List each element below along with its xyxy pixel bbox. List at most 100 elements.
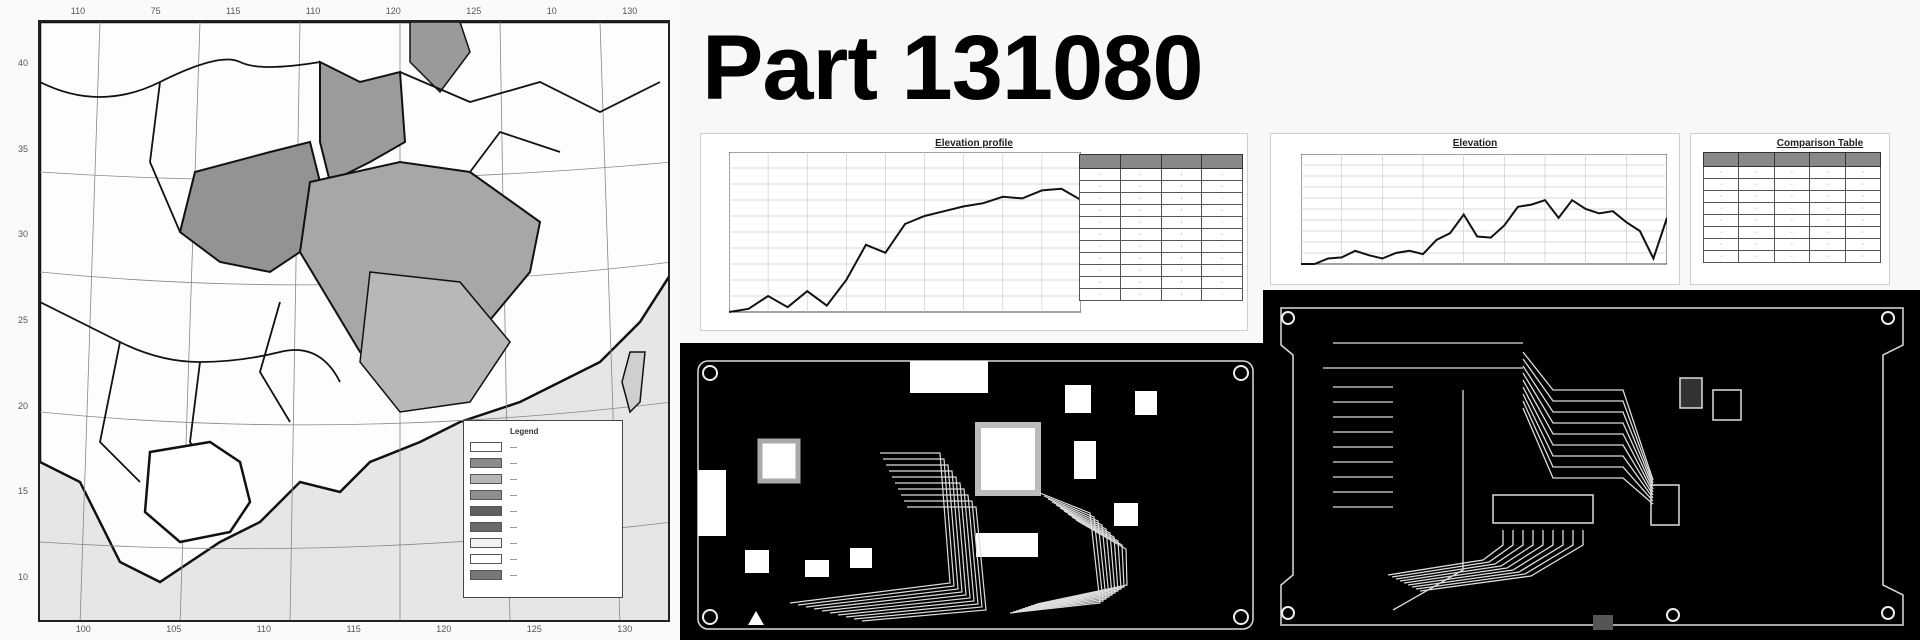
table-cell: ·	[1160, 240, 1203, 253]
table-cell: ·	[1201, 264, 1243, 277]
table-cell: ·	[1119, 204, 1162, 217]
legend-title: Legend	[510, 427, 539, 436]
table-card-title: Comparison Table	[1776, 138, 1864, 149]
legend-label: —	[510, 443, 517, 451]
table-cell: ·	[1809, 238, 1846, 251]
pcb-left-graphic	[697, 360, 1254, 630]
table-cell: ·	[1702, 250, 1740, 263]
comparison-table: ········································	[1702, 152, 1882, 263]
legend-swatch	[470, 570, 502, 580]
table-cell: ·	[1079, 180, 1121, 193]
table-cell: ·	[1738, 226, 1775, 239]
chart-card-1: Elevation profile ······················…	[700, 133, 1248, 331]
map-tick-label: 110	[305, 6, 321, 16]
table-cell: ·	[1809, 166, 1846, 179]
legend-label: —	[510, 571, 517, 579]
table-cell: ·	[1079, 288, 1121, 301]
table-row: ·····	[1702, 238, 1882, 251]
table-header	[1079, 154, 1121, 169]
table-row: ·····	[1702, 226, 1882, 239]
table-cell: ·	[1160, 264, 1203, 277]
table-cell: ·	[1201, 180, 1243, 193]
legend-swatch	[470, 554, 502, 564]
table-cell: ·	[1160, 276, 1203, 289]
map-tick-label: 130	[617, 624, 633, 634]
table-cell: ·	[1809, 202, 1846, 215]
table-row: ·····	[1702, 178, 1882, 191]
table-cell: ·	[1079, 252, 1121, 265]
map-tick-label: 105	[166, 624, 182, 634]
table-header	[1702, 152, 1740, 167]
table-cell: ·	[1809, 214, 1846, 227]
map-tick-label: 75	[150, 6, 161, 16]
table-cell: ·	[1773, 226, 1811, 239]
table-header	[1844, 152, 1882, 167]
table-cell: ·	[1738, 166, 1775, 179]
legend-label: —	[510, 539, 517, 547]
map-tick-label: 10	[18, 572, 29, 583]
table-cell: ·	[1160, 252, 1203, 265]
table-cell: ·	[1738, 250, 1775, 263]
map-tick-label: 110	[70, 6, 86, 16]
table-row: ····	[1079, 240, 1243, 253]
table-row: ····	[1079, 228, 1243, 241]
table-cell: ·	[1773, 214, 1811, 227]
table-cell: ·	[1201, 240, 1243, 253]
map-tick-label: 125	[466, 6, 482, 16]
table-cell: ·	[1844, 166, 1882, 179]
map-graphic	[40, 22, 668, 620]
table-row: ····	[1079, 252, 1243, 265]
table-cell: ·	[1809, 226, 1846, 239]
table-row: ····	[1079, 216, 1243, 229]
legend-item: —	[470, 455, 616, 471]
table-cell: ·	[1119, 216, 1162, 229]
map-tick-label: 130	[622, 6, 638, 16]
table-header	[1809, 152, 1846, 167]
table-cell: ·	[1119, 252, 1162, 265]
table-cell: ·	[1201, 276, 1243, 289]
legend-item: —	[470, 551, 616, 567]
map-tick-label: 125	[526, 624, 542, 634]
table-cell: ·	[1773, 202, 1811, 215]
table-row: ····	[1079, 288, 1243, 301]
table-cell: ·	[1119, 288, 1162, 301]
table-cell: ·	[1809, 178, 1846, 191]
table-cell: ·	[1079, 228, 1121, 241]
table-cell: ·	[1844, 202, 1882, 215]
pcb-board-right	[1263, 290, 1920, 640]
map-legend: Legend —————————	[463, 420, 623, 598]
table-cell: ·	[1119, 192, 1162, 205]
table-header	[1119, 154, 1162, 169]
table-cell: ·	[1773, 190, 1811, 203]
table-cell: ·	[1844, 250, 1882, 263]
chart-card-2: Elevation	[1270, 133, 1680, 285]
legend-swatch	[470, 522, 502, 532]
legend-swatch	[470, 538, 502, 548]
table-cell: ·	[1702, 226, 1740, 239]
table-cell: ·	[1079, 264, 1121, 277]
table-header	[1773, 152, 1811, 167]
legend-label: —	[510, 475, 517, 483]
table-cell: ·	[1079, 276, 1121, 289]
table-cell: ·	[1201, 252, 1243, 265]
table-row: ····	[1079, 264, 1243, 277]
table-cell: ·	[1702, 214, 1740, 227]
legend-label: —	[510, 555, 517, 563]
table-row: ····	[1079, 204, 1243, 217]
table-cell: ·	[1119, 264, 1162, 277]
table-row: ····	[1079, 168, 1243, 181]
table-cell: ·	[1119, 180, 1162, 193]
table-header	[1160, 154, 1203, 169]
chart-1-plot	[729, 152, 1081, 313]
table-cell: ·	[1201, 228, 1243, 241]
map-tick-label: 30	[18, 229, 29, 240]
table-cell: ·	[1201, 204, 1243, 217]
legend-label: —	[510, 523, 517, 531]
table-cell: ·	[1773, 238, 1811, 251]
table-cell: ·	[1160, 288, 1203, 301]
map-tick-label: 10	[546, 6, 557, 16]
table-cell: ·	[1738, 238, 1775, 251]
table-card: Comparison Table ·······················…	[1690, 133, 1890, 285]
